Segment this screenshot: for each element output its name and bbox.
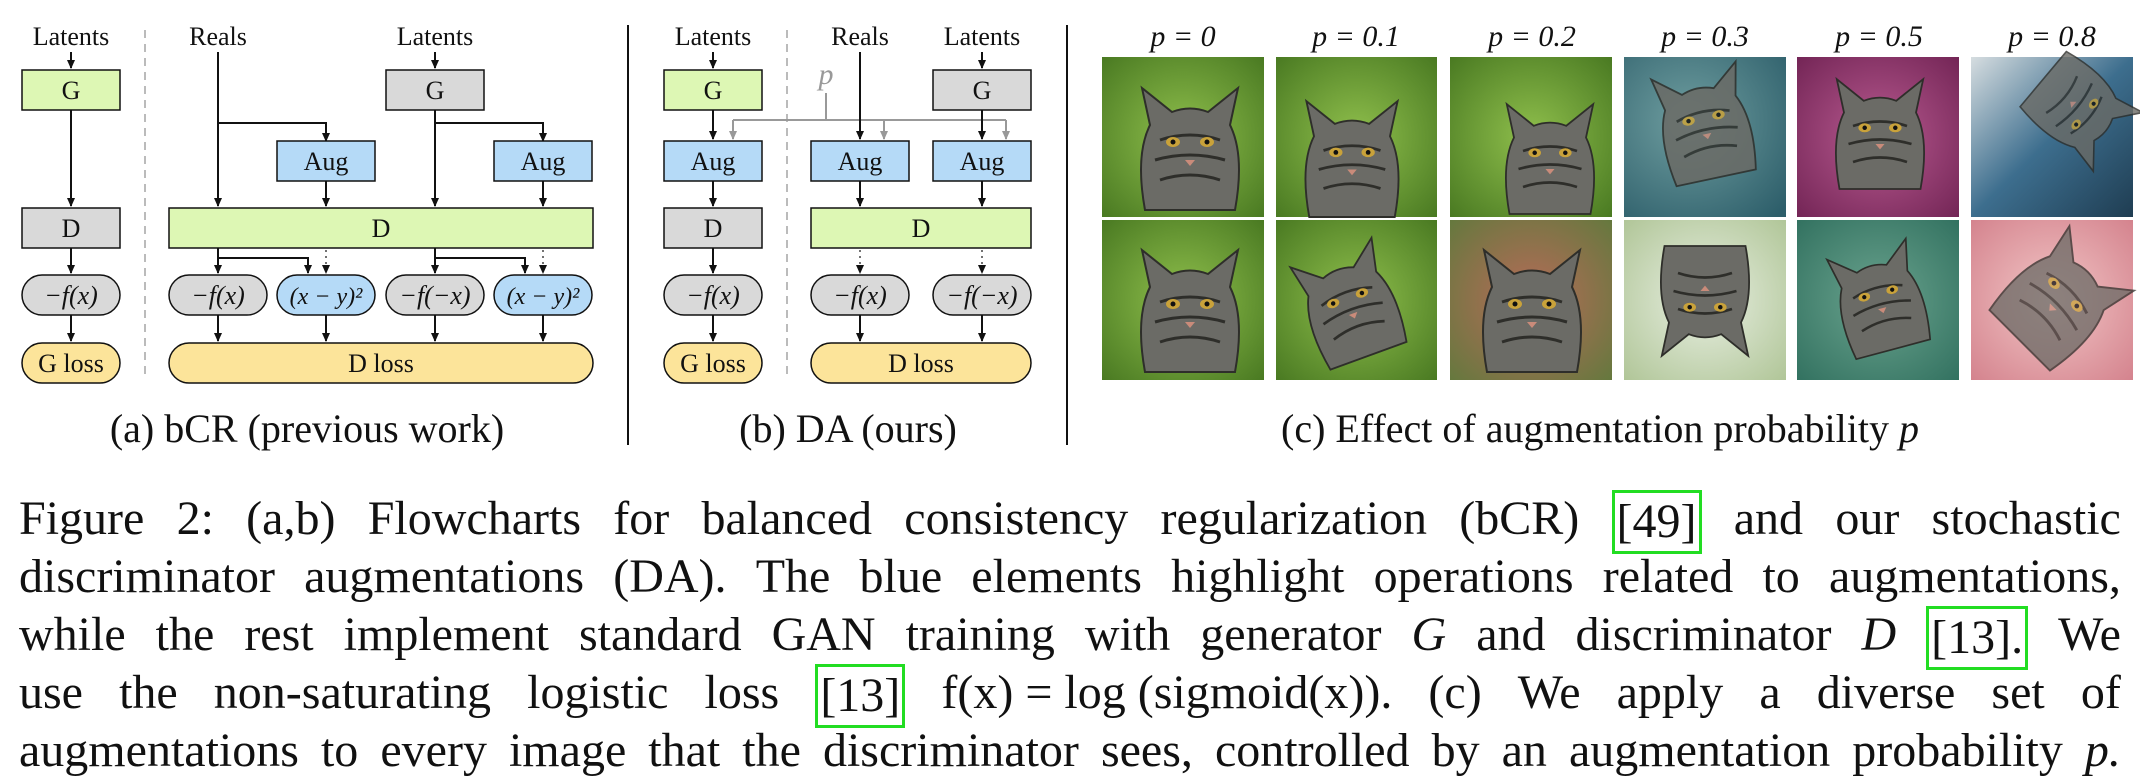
aug-box-a2 xyxy=(493,140,593,182)
citation-49[interactable]: [49] xyxy=(1611,490,1702,554)
cat-image-r1-p0 xyxy=(1102,57,1264,217)
output-sq1-label-a: (x − y)² xyxy=(290,284,363,310)
generator-label-a2: G xyxy=(426,76,445,105)
aug-label-a1: Aug xyxy=(304,147,349,176)
output-g-f-b xyxy=(663,274,763,316)
cat-image-r2-p01 xyxy=(1276,220,1437,380)
discriminator-label-b: D xyxy=(704,214,723,243)
d-loss-a xyxy=(168,342,594,384)
discriminator-wide-label-b: D xyxy=(912,214,931,243)
generator-label-a: G xyxy=(62,76,81,105)
output-f1-label-b: −f(x) xyxy=(833,281,887,310)
discriminator-wide-label-a: D xyxy=(372,214,391,243)
output-g-f-a xyxy=(21,274,121,316)
label-latents2-a: Latents xyxy=(397,22,474,51)
output-sq2-label-a: (x − y)² xyxy=(507,284,580,310)
output-sq2-a xyxy=(493,274,593,316)
generator-box-b2 xyxy=(932,69,1032,111)
cat-image-r2-p02 xyxy=(1450,220,1612,380)
output-f2-b xyxy=(932,274,1032,316)
output-f2-a xyxy=(385,274,485,316)
output-g-f-label-b: −f(x) xyxy=(686,281,740,310)
cat-image-r1-p05 xyxy=(1797,57,1959,217)
cat-image-r1-p01 xyxy=(1276,57,1437,219)
d-loss-label-b: D loss xyxy=(888,349,954,378)
d-loss-b xyxy=(810,342,1032,384)
g-loss-a xyxy=(21,342,121,384)
discriminator-wide-b xyxy=(810,207,1032,249)
output-f2-label-a: −f(−x) xyxy=(399,281,470,310)
p-label-2: p = 0.2 xyxy=(1486,20,1576,53)
cat-image-r1-p03 xyxy=(1624,57,1786,217)
label-reals-b: Reals xyxy=(831,22,889,51)
generator-box-a2 xyxy=(385,69,485,111)
formula: f(x) = log (sigmoid(x)). xyxy=(941,666,1393,719)
cat-image-r2-p05 xyxy=(1797,220,1959,380)
generator-box-a xyxy=(21,69,121,111)
discriminator-label-a: D xyxy=(62,214,81,243)
aug-box-b-left xyxy=(663,140,763,182)
cat-image-r2-p0 xyxy=(1102,220,1264,380)
g-loss-label-b: G loss xyxy=(680,349,746,378)
output-f1-label-a: −f(x) xyxy=(191,281,245,310)
label-reals-a: Reals xyxy=(189,22,247,51)
output-f1-a xyxy=(168,274,268,316)
generator-box-b xyxy=(663,69,763,111)
d-loss-label-a: D loss xyxy=(348,349,414,378)
output-f1-b xyxy=(810,274,910,316)
citation-13-a[interactable]: [13]. xyxy=(1926,606,2029,670)
p-label-5: p = 0.8 xyxy=(2006,20,2096,53)
label-latents-a: Latents xyxy=(33,22,110,51)
p-label-0: p = 0 xyxy=(1148,20,1215,53)
p-label-3: p = 0.3 xyxy=(1659,20,1749,53)
aug-label-b-mid: Aug xyxy=(838,147,883,176)
caption-a: (a) bCR (previous work) xyxy=(110,406,504,451)
discriminator-box-a xyxy=(21,207,121,249)
g-loss-b xyxy=(663,342,763,384)
p-label-1: p = 0.1 xyxy=(1310,20,1400,53)
generator-label-b2: G xyxy=(973,76,992,105)
aug-box-b-right xyxy=(932,140,1032,182)
output-f2-label-b: −f(−x) xyxy=(946,281,1017,310)
generator-label-b: G xyxy=(704,76,723,105)
figure-panels: Latents Reals Latents xyxy=(21,20,2140,451)
p-label-4: p = 0.5 xyxy=(1833,20,1923,53)
panel-b: Latents Reals Latents p xyxy=(663,22,1032,451)
aug-label-b-left: Aug xyxy=(691,147,736,176)
cat-image-r1-p08 xyxy=(1971,47,2140,217)
label-p-b: p xyxy=(817,58,834,91)
aug-label-b-right: Aug xyxy=(960,147,1005,176)
label-latents-b: Latents xyxy=(675,22,752,51)
discriminator-wide-a xyxy=(168,207,594,249)
cat-image-r1-p02 xyxy=(1450,57,1612,217)
output-sq1-a xyxy=(276,274,376,316)
discriminator-box-b xyxy=(663,207,763,249)
aug-box-a1 xyxy=(276,140,376,182)
aug-label-a2: Aug xyxy=(521,147,566,176)
panel-a: Latents Reals Latents xyxy=(21,22,594,451)
aug-box-b-mid xyxy=(810,140,910,182)
output-g-f-label-a: −f(x) xyxy=(44,281,98,310)
cat-image-r2-p08 xyxy=(1971,220,2136,380)
caption-b: (b) DA (ours) xyxy=(739,406,957,451)
caption-c: (c) Effect of augmentation probability p xyxy=(1281,406,1919,451)
g-loss-label-a: G loss xyxy=(38,349,104,378)
panel-c: p = 0 p = 0.1 p = 0.2 p = 0.3 p = 0.5 p … xyxy=(1102,20,2140,451)
cat-image-r2-p03 xyxy=(1624,220,1786,380)
citation-13-b[interactable]: [13] xyxy=(815,664,906,728)
label-latents2-b: Latents xyxy=(944,22,1021,51)
